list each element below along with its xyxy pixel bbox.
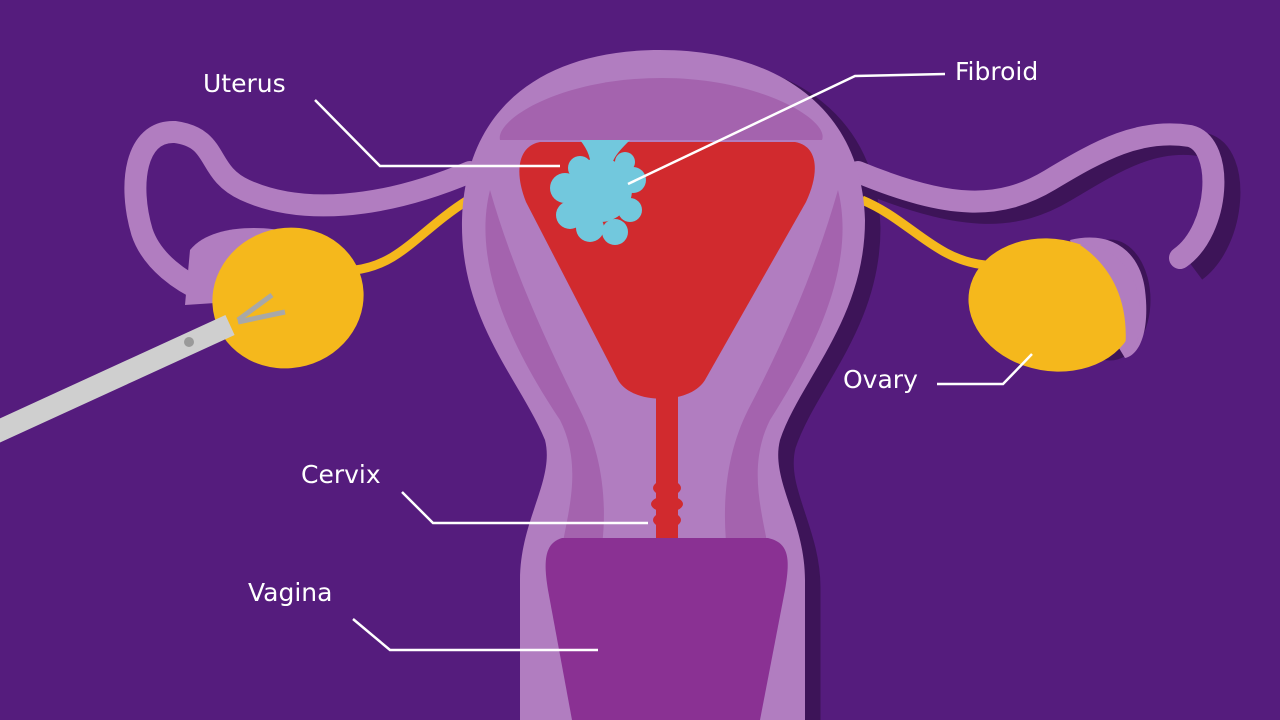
left-fallopian-tube xyxy=(124,121,481,303)
surgical-grasper xyxy=(0,292,286,443)
uterus-leader xyxy=(314,99,560,168)
vagina-leader xyxy=(352,618,598,652)
fallopian-tubes xyxy=(124,121,1225,303)
right-fallopian-tube xyxy=(847,123,1225,269)
cervix-leader xyxy=(401,491,648,525)
left-ovary xyxy=(212,227,364,369)
right-ovary-fimbria-overlap xyxy=(1080,245,1141,351)
ovary-leader xyxy=(937,353,1033,386)
uterus-right-inner-wall xyxy=(724,190,843,560)
label-uterus: Uterus xyxy=(203,69,286,98)
right-ovary xyxy=(968,238,1136,372)
grasper-pivot xyxy=(184,337,194,347)
uterus-fundus xyxy=(499,78,823,140)
label-vagina: Vagina xyxy=(248,578,333,607)
leader-lines xyxy=(314,72,1033,652)
grasper-jaws xyxy=(236,292,286,325)
label-cervix: Cervix xyxy=(301,460,381,489)
grasper-shaft xyxy=(0,315,235,443)
vagina xyxy=(545,538,788,720)
label-ovary: Ovary xyxy=(843,365,918,394)
label-fibroid: Fibroid xyxy=(955,57,1039,86)
fibroid-leader xyxy=(627,72,946,186)
ovarian-ligaments xyxy=(354,195,986,275)
uterus-left-inner-wall xyxy=(485,190,604,560)
fibroid xyxy=(550,140,646,245)
cervix-bumps xyxy=(651,480,683,528)
